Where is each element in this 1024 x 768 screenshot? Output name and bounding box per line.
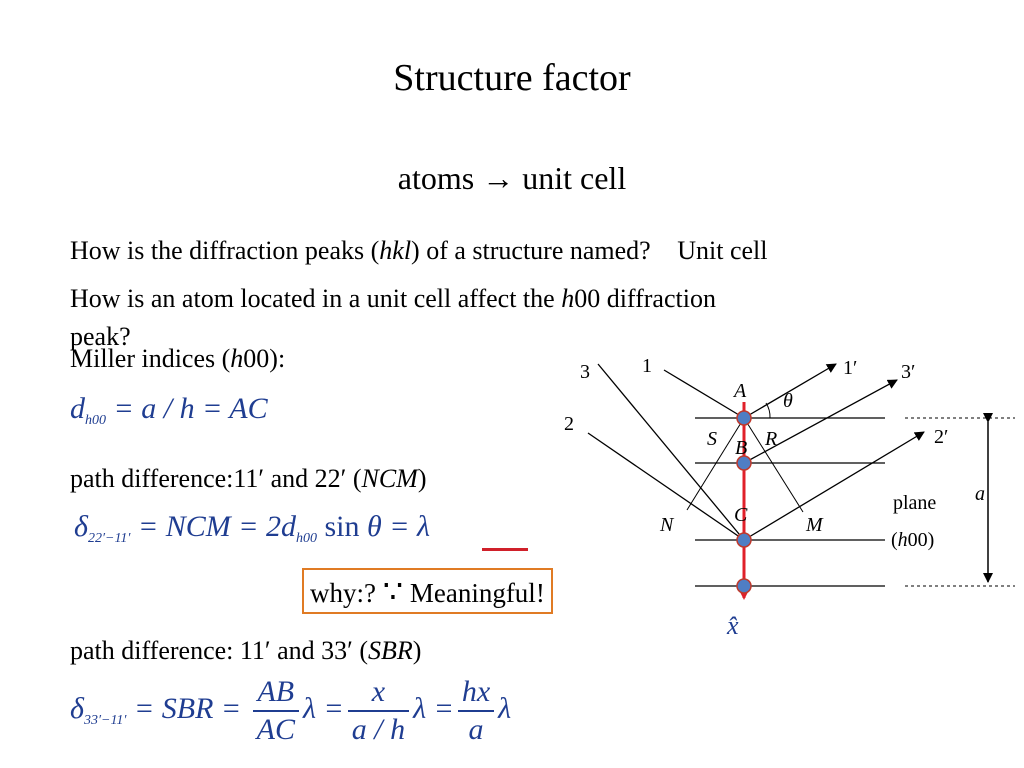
because-symbol: ∵ xyxy=(382,573,404,609)
incident-ray-3 xyxy=(597,363,745,541)
atom-b xyxy=(736,455,752,471)
atom-c xyxy=(736,532,752,548)
label-ray-in-2: 2 xyxy=(564,413,574,435)
label-point-n: N xyxy=(659,514,675,536)
label-spacing-a: a xyxy=(975,483,985,505)
label-point-m: M xyxy=(805,514,824,536)
label-atom-a: A xyxy=(732,380,747,402)
miller-indices-label: Miller indices (h00): xyxy=(70,344,286,373)
equation-d-spacing: dh00 = a / h = AC xyxy=(70,392,268,428)
label-point-s: S xyxy=(707,428,717,450)
label-ray-in-3: 3 xyxy=(580,361,590,383)
label-plane: plane xyxy=(893,492,936,514)
question-1-answer: Unit cell xyxy=(677,236,768,265)
label-ray-out-3: 3′ xyxy=(901,361,915,383)
incident-ray-2 xyxy=(587,432,745,541)
label-ray-out-2: 2′ xyxy=(934,426,948,448)
question-2-continued: peak? xyxy=(70,322,131,351)
label-ray-out-1: 1′ xyxy=(843,357,857,379)
theta-arc xyxy=(765,402,771,419)
lambda-underline xyxy=(482,548,528,551)
construction-line-am xyxy=(743,417,804,513)
question-1: How is the diffraction peaks (hkl) of a … xyxy=(70,236,768,265)
path-difference-2: path difference: 11′ and 33′ (SBR) xyxy=(70,636,422,665)
incident-ray-1 xyxy=(663,369,745,419)
diffracted-ray-1 xyxy=(743,363,837,419)
label-x-hat: x̂ xyxy=(726,611,739,640)
label-atom-b: B xyxy=(735,437,747,459)
path-difference-1: path difference:11′ and 22′ (NCM) xyxy=(70,464,427,493)
atom-a xyxy=(736,410,752,426)
label-theta: θ xyxy=(783,390,793,412)
label-point-r: R xyxy=(764,428,777,450)
diffracted-ray-2 xyxy=(743,431,925,541)
label-atom-c: C xyxy=(734,504,748,526)
slide-subtitle: atoms → unit cell xyxy=(397,160,627,196)
equation-bragg: δ22′−11′ = NCM = 2dh00 sin θ = λ xyxy=(74,510,430,546)
label-ray-in-1: 1 xyxy=(642,355,652,377)
slide-title: Structure factor xyxy=(393,57,631,99)
construction-line-an xyxy=(686,417,745,511)
atom-d xyxy=(736,578,752,594)
why-meaningful-box: why:? ∵ Meaningful! xyxy=(302,568,553,614)
diffracted-ray-3 xyxy=(743,379,898,464)
label-plane-index: (h00) xyxy=(891,529,934,551)
question-2: How is an atom located in a unit cell af… xyxy=(70,284,716,313)
